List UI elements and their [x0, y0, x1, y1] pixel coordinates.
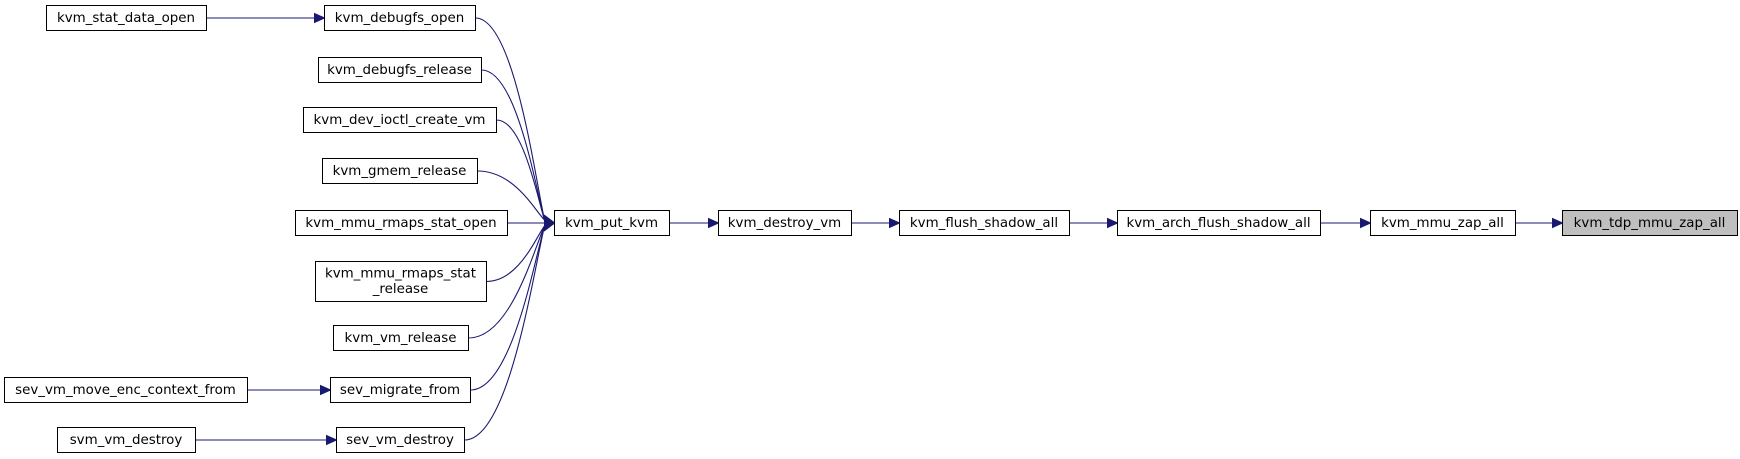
edge: [481, 69, 546, 221]
node-sev-vm-move-enc-context-from[interactable]: sev_vm_move_enc_context_from: [4, 377, 248, 403]
node-box: [1562, 210, 1738, 236]
node-sev-migrate-from[interactable]: sev_migrate_from: [330, 377, 471, 403]
node-label: kvm_stat_data_open: [57, 11, 195, 26]
node-kvm-put-kvm[interactable]: kvm_put_kvm: [554, 210, 670, 236]
node-box: [46, 5, 207, 31]
arrowhead: [1107, 217, 1119, 229]
node-label: kvm_gmem_release: [333, 164, 467, 179]
node-label: kvm_mmu_rmaps_stat_open: [305, 216, 496, 231]
node-kvm-mmu-rmaps-stat-release[interactable]: kvm_mmu_rmaps_stat_release: [315, 261, 487, 302]
edge: [468, 225, 546, 339]
node-box: [295, 210, 508, 236]
node-kvm-vm-release[interactable]: kvm_vm_release: [333, 325, 469, 351]
node-kvm-flush-shadow-all[interactable]: kvm_flush_shadow_all: [899, 210, 1070, 236]
node-label: kvm_flush_shadow_all: [910, 216, 1058, 231]
node-label: kvm_tdp_mmu_zap_all: [1574, 216, 1726, 231]
node-kvm-arch-flush-shadow-all[interactable]: kvm_arch_flush_shadow_all: [1117, 210, 1321, 236]
node-sev-vm-destroy[interactable]: sev_vm_destroy: [336, 427, 465, 453]
node-box: [57, 427, 196, 453]
node-label: sev_vm_move_enc_context_from: [15, 383, 236, 398]
node-label: kvm_dev_ioctl_create_vm: [314, 113, 486, 128]
node-kvm-tdp-mmu-zap-all[interactable]: kvm_tdp_mmu_zap_all: [1562, 210, 1738, 236]
node-kvm-destroy-vm[interactable]: kvm_destroy_vm: [718, 210, 852, 236]
node-kvm-stat-data-open[interactable]: kvm_stat_data_open: [46, 5, 207, 31]
node-label: kvm_mmu_rmaps_stat: [325, 267, 476, 282]
node-box: [333, 325, 469, 351]
node-box: [315, 261, 487, 302]
arrowhead: [326, 434, 338, 446]
node-label: sev_migrate_from: [340, 383, 460, 398]
node-kvm-mmu-zap-all[interactable]: kvm_mmu_zap_all: [1370, 210, 1516, 236]
node-box: [322, 158, 478, 184]
node-svm-vm-destroy[interactable]: svm_vm_destroy: [57, 427, 196, 453]
edge: [496, 119, 546, 221]
node-box: [318, 57, 482, 83]
arrowhead: [1552, 217, 1564, 229]
node-label: kvm_debugfs_release: [327, 63, 472, 78]
node-label: kvm_destroy_vm: [728, 216, 841, 231]
node-box: [303, 107, 497, 133]
arrowhead: [320, 384, 332, 396]
node-box: [4, 377, 248, 403]
edge: [470, 225, 546, 391]
node-box: [718, 210, 852, 236]
node-label: kvm_debugfs_open: [335, 11, 464, 26]
node-box: [330, 377, 471, 403]
edge: [475, 17, 546, 221]
node-box: [1117, 210, 1321, 236]
arrowhead: [708, 217, 720, 229]
node-kvm-debugfs-open[interactable]: kvm_debugfs_open: [324, 5, 476, 31]
node-label: _release: [372, 282, 429, 297]
node-box: [899, 210, 1070, 236]
node-label: kvm_arch_flush_shadow_all: [1126, 216, 1310, 231]
node-label: kvm_mmu_zap_all: [1381, 216, 1504, 231]
edge: [477, 170, 545, 221]
node-box: [1370, 210, 1516, 236]
node-label: svm_vm_destroy: [70, 433, 183, 448]
node-box: [324, 5, 476, 31]
arrowhead: [1360, 217, 1372, 229]
node-label: kvm_put_kvm: [565, 216, 658, 231]
node-kvm-debugfs-release[interactable]: kvm_debugfs_release: [318, 57, 482, 83]
node-kvm-mmu-rmaps-stat-open[interactable]: kvm_mmu_rmaps_stat_open: [295, 210, 508, 236]
node-label: kvm_vm_release: [345, 331, 457, 346]
arrowhead: [889, 217, 901, 229]
arrowhead: [544, 220, 556, 232]
node-box: [336, 427, 465, 453]
edge: [464, 225, 546, 441]
node-label: sev_vm_destroy: [346, 433, 454, 448]
node-kvm-dev-ioctl-create-vm[interactable]: kvm_dev_ioctl_create_vm: [303, 107, 497, 133]
edges-layer: [195, 12, 1564, 446]
node-kvm-gmem-release[interactable]: kvm_gmem_release: [322, 158, 478, 184]
node-box: [554, 210, 670, 236]
edge: [486, 225, 545, 283]
nodes-layer: kvm_tdp_mmu_zap_all kvm_mmu_zap_all kvm_ar…: [4, 5, 1738, 453]
arrowhead: [314, 12, 326, 24]
